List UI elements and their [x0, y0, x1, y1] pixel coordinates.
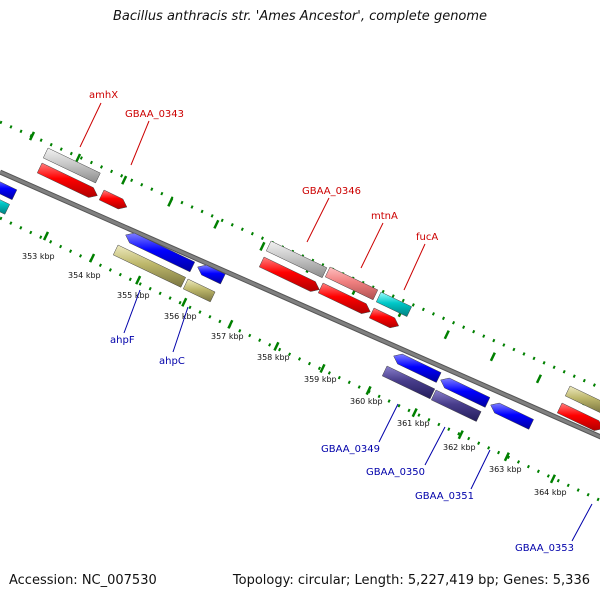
- outer-ruler-tick: [259, 241, 266, 251]
- gene-label: GBAA_0351: [415, 491, 474, 502]
- outer-ruler-tick: [213, 219, 220, 229]
- outer-ruler-tick: [167, 197, 174, 207]
- kbp-label: 358 kbp: [257, 353, 290, 362]
- gene-label: ahpF: [110, 335, 135, 346]
- cds-gbaa-0346: [258, 256, 320, 292]
- kbp-label: 354 kbp: [68, 271, 101, 280]
- kbp-label: 360 kbp: [350, 397, 383, 406]
- gene-gbaa-0349: [381, 365, 436, 400]
- kbp-label: 364 kbp: [534, 488, 567, 497]
- kbp-label: 353 kbp: [22, 252, 55, 261]
- inner-ruler-tick: [89, 253, 96, 263]
- gene-label: amhX: [89, 90, 118, 101]
- outer-ruler-tick: [443, 330, 450, 340]
- gene-label: GBAA_0353: [515, 543, 574, 554]
- kbp-label: 356 kbp: [164, 312, 197, 321]
- inner-ruler-tick: [42, 231, 50, 241]
- gene-gbaa-0350: [430, 389, 482, 422]
- map-title: Bacillus anthracis str. 'Ames Ancestor',…: [112, 9, 488, 24]
- cds-gbaa-0343: [98, 189, 128, 210]
- gene-ahpf: [112, 244, 186, 288]
- kbp-label: 357 kbp: [211, 332, 244, 341]
- inner-ruler-tick: [181, 297, 188, 307]
- inner-ruler: [0, 216, 600, 502]
- leader-line: [172, 306, 189, 353]
- leader-line: [79, 102, 102, 148]
- outer-ruler-tick: [489, 352, 496, 362]
- gene-label: GBAA_0346: [302, 186, 361, 197]
- leader-line: [360, 222, 384, 269]
- outer-ruler-tick: [75, 153, 82, 163]
- cds-gbaa-0350: [440, 377, 491, 408]
- inner-ruler-tick: [365, 385, 372, 396]
- gene-fuca: [375, 291, 412, 317]
- inner-ruler-tick: [273, 341, 280, 351]
- accession-text: Accession: NC_007530: [9, 573, 157, 588]
- outer-ruler: [0, 120, 600, 390]
- cds-ahpc: [197, 264, 226, 285]
- outer-ruler-tick: [535, 374, 543, 384]
- cds-fuca: [368, 307, 400, 329]
- kbp-label: 361 kbp: [397, 419, 430, 428]
- cds-amhx: [36, 162, 98, 198]
- cds-gbaa-0351: [490, 402, 534, 430]
- gene-mtna: [324, 266, 379, 301]
- leader-line: [378, 403, 399, 443]
- gene-label: fucA: [416, 232, 438, 243]
- genome-backbone-highlight: [0, 170, 600, 439]
- inner-ruler-tick: [319, 363, 326, 374]
- inner-ruler-tick: [411, 407, 418, 418]
- cds-mtna: [317, 282, 371, 314]
- cds-ahpf: [125, 232, 196, 273]
- kbp-label: 359 kbp: [304, 375, 337, 384]
- inner-ruler-tick: [457, 430, 464, 440]
- gene-label: GBAA_0350: [366, 467, 425, 478]
- outer-ruler-tick: [121, 175, 128, 185]
- gene-left-partial: [0, 199, 10, 215]
- kbp-label: 363 kbp: [489, 465, 522, 474]
- kbp-label: 362 kbp: [443, 443, 476, 452]
- leader-line: [306, 197, 330, 243]
- leader-line: [130, 120, 150, 166]
- genome-summary-text: Topology: circular; Length: 5,227,419 bp…: [232, 573, 590, 588]
- gene-amhx: [42, 147, 101, 184]
- cds-gbaa-0349: [393, 353, 442, 383]
- gene-label: GBAA_0349: [321, 444, 380, 455]
- gene-gbaa-0353-upper: [564, 385, 600, 413]
- outer-ruler-tick: [28, 131, 36, 141]
- inner-ruler-tick: [503, 452, 510, 462]
- gene-ahpc: [182, 278, 216, 303]
- gene-label: mtnA: [371, 211, 398, 222]
- leader-line: [470, 449, 491, 490]
- leader-line: [424, 426, 446, 466]
- gene-label: GBAA_0343: [125, 109, 184, 120]
- gene-gbaa-0346: [265, 240, 328, 279]
- inner-ruler-tick: [227, 319, 234, 329]
- leader-line: [403, 243, 426, 291]
- leader-line: [571, 503, 593, 542]
- inner-ruler-tick: [549, 474, 557, 484]
- inner-ruler-tick: [135, 275, 142, 285]
- kbp-label: 355 kbp: [117, 291, 150, 300]
- leader-line: [123, 289, 141, 334]
- gene-label: ahpC: [159, 356, 185, 367]
- cds-left-partial: [0, 181, 18, 201]
- cds-gbaa-0353-upper: [556, 402, 600, 431]
